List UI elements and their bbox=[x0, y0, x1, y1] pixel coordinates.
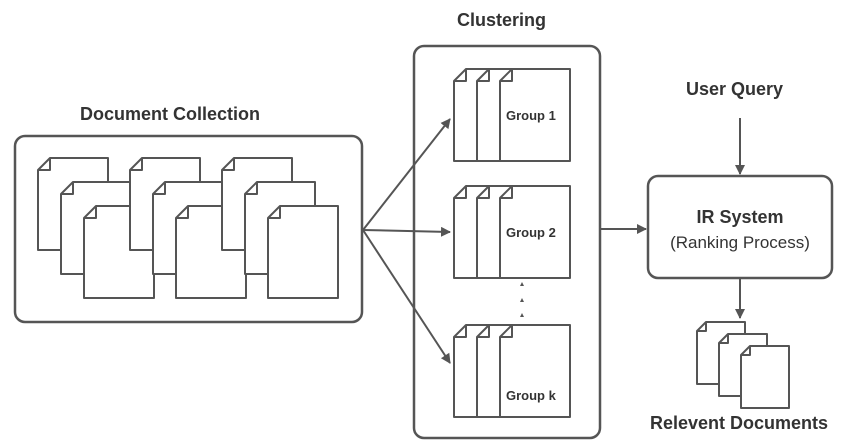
arrow-to-group-2 bbox=[362, 226, 451, 237]
group-k-label: Group k bbox=[506, 388, 556, 403]
ir-system-title: IR System bbox=[696, 207, 784, 227]
document-page-icon bbox=[267, 205, 339, 299]
document-page-icon bbox=[499, 324, 571, 418]
clustering-label: Clustering bbox=[457, 10, 547, 30]
group-1-label: Group 1 bbox=[506, 108, 556, 123]
document-page-icon bbox=[740, 345, 790, 409]
document-page-icon bbox=[499, 68, 571, 162]
user-query-label: User Query bbox=[686, 79, 784, 99]
arrow-to-group-k bbox=[362, 229, 451, 364]
group-2-label: Group 2 bbox=[506, 225, 556, 240]
document-collection-label: Document Collection bbox=[80, 104, 261, 124]
document-page-icon bbox=[499, 185, 571, 279]
ir-system-subtitle: (Ranking Process) bbox=[670, 233, 810, 252]
relevant-documents-stack bbox=[696, 321, 790, 409]
document-stack-group bbox=[37, 157, 339, 299]
ellipsis-dots bbox=[520, 282, 524, 317]
arrow-to-group-1 bbox=[362, 118, 451, 231]
relevant-documents-label: Relevent Documents bbox=[650, 413, 829, 433]
cluster-document-stacks bbox=[453, 68, 571, 418]
ir-system-box bbox=[646, 174, 834, 280]
